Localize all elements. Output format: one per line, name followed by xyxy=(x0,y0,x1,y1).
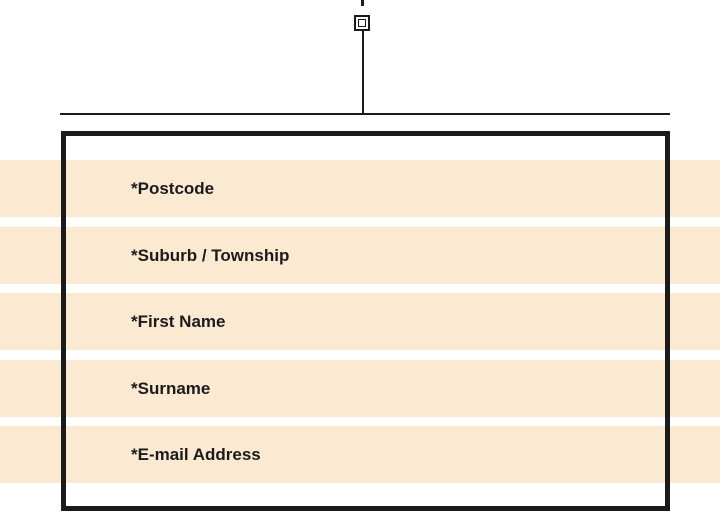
first-name-label: *First Name xyxy=(131,312,226,331)
form-frame xyxy=(61,131,670,511)
field-row-email xyxy=(0,426,720,483)
connector-stub xyxy=(361,0,364,6)
connector-node-inner xyxy=(358,19,366,27)
field-row-postcode xyxy=(0,160,720,217)
field-row-surname xyxy=(0,360,720,417)
connector-node-icon xyxy=(354,15,370,31)
surname-label: *Surname xyxy=(131,379,211,398)
connector-vertical-line xyxy=(362,31,364,114)
field-row-suburb xyxy=(0,227,720,284)
suburb-township-label: *Suburb / Township xyxy=(131,246,290,265)
postcode-label: *Postcode xyxy=(131,179,215,198)
connector-horizontal-line xyxy=(60,113,670,115)
email-address-label: *E-mail Address xyxy=(131,445,261,464)
field-row-first-name xyxy=(0,293,720,350)
